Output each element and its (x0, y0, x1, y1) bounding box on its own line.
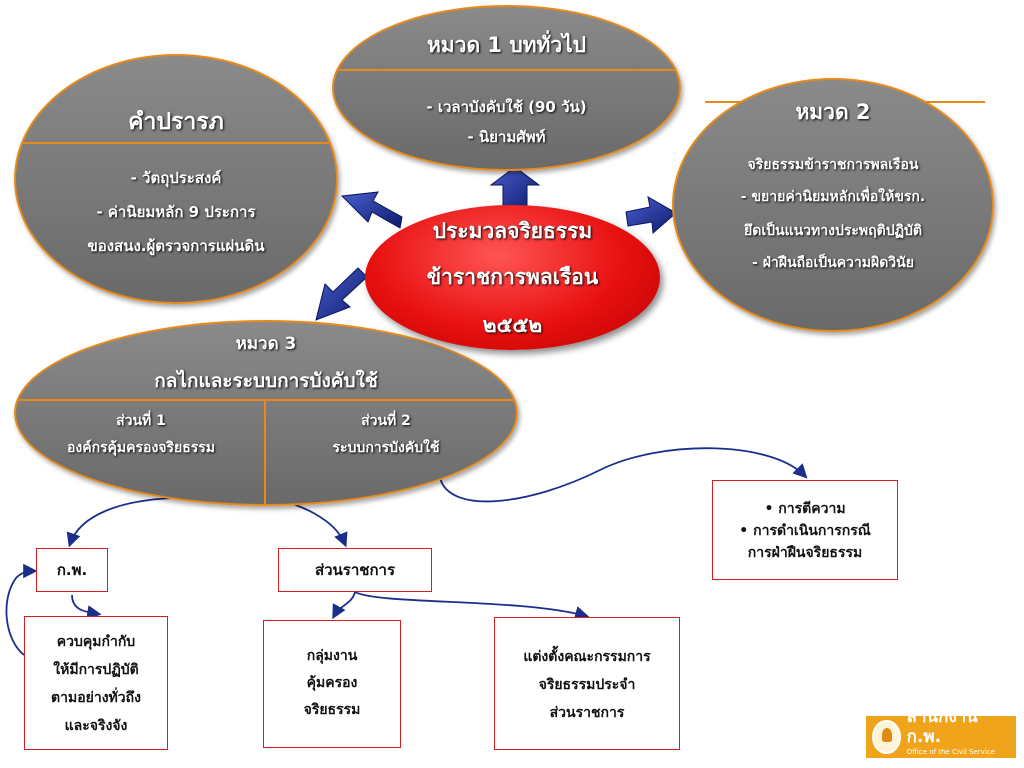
center-code-of-ethics: ประมวลจริยธรรม ข้าราชการพลเรือน ๒๕๕๒ (365, 205, 660, 350)
preamble-ellipse: คำปรารภ - วัตถุประสงค์ - ค่านิยมหลัก 9 ป… (14, 54, 338, 304)
arrow-down-to-section3 (315, 267, 368, 321)
control-line-1: ให้มีการปฏิบัติ (53, 662, 139, 678)
agency-label: ส่วนราชการ (314, 561, 396, 579)
connector-ocsc-to-control (71, 594, 102, 620)
section2-item-2: ยึดเป็นแนวทางประพฤติปฏิบัติ (744, 223, 922, 239)
committee-line-1: จริยธรรมประจำ (538, 677, 636, 693)
section2-ellipse: หมวด 2 จริยธรรมข้าราชการพลเรือน - ขยายค่… (672, 78, 994, 332)
section3-part2-label: ส่วนที่ 2 (361, 413, 411, 429)
logo-name: สำนักงาน ก.พ. (906, 707, 978, 747)
arrow-up-to-section1 (489, 166, 541, 211)
connector-agency-to-workgroup (332, 591, 356, 620)
ocsc-logo: สำนักงาน ก.พ. Office of the Civil Servic… (866, 707, 1016, 766)
section3-part1-label: ส่วนที่ 1 (116, 413, 166, 429)
section3-subtitle: กลไกและระบบการบังคับใช้ (154, 370, 378, 392)
workgroup-box: กลุ่มงาน คุ้มครอง จริยธรรม (263, 620, 401, 748)
section3-vertical-divider (264, 400, 266, 504)
workgroup-line-1: คุ้มครอง (306, 675, 358, 691)
control-box: ควบคุมกำกับ ให้มีการปฏิบัติ ตามอย่างทั่ว… (24, 616, 168, 750)
section3-part2-text: ระบบการบังคับใช้ (332, 440, 440, 456)
committee-line-0: แต่งตั้งคณะกรรมการ (523, 649, 651, 665)
control-line-2: ตามอย่างทั่วถึง (51, 690, 141, 706)
preamble-item-2: ของสนง.ผู้ตรวจการแผ่นดิน (87, 237, 265, 255)
section3-divider (16, 399, 516, 401)
arrow-right-to-section2 (625, 196, 677, 235)
connector-to-interpretation (439, 447, 808, 503)
section3-part1-text: องค์กรคุ้มครองจริยธรรม (66, 440, 216, 456)
workgroup-line-2: จริยธรรม (303, 702, 361, 718)
ocsc-box: ก.พ. (36, 548, 108, 592)
interpretation-line-2: การฝ่าฝืนจริยธรรม (747, 545, 863, 561)
connector-control-loop (5, 563, 38, 656)
committee-box: แต่งตั้งคณะกรรมการ จริยธรรมประจำ ส่วนราช… (494, 617, 680, 750)
preamble-item-0: - วัตถุประสงค์ (130, 169, 222, 187)
section1-title: หมวด 1 บททั่วไป (426, 33, 587, 57)
control-line-3: และจริงจัง (64, 718, 128, 734)
preamble-divider (16, 142, 336, 144)
control-line-0: ควบคุมกำกับ (56, 634, 136, 650)
section1-item-1: - นิยามศัพท์ (467, 128, 546, 146)
seal-icon (872, 720, 901, 754)
preamble-title: คำปรารภ (128, 109, 224, 135)
logo-subtitle: Office of the Civil Service Commission (906, 748, 995, 766)
section2-item-0: จริยธรรมข้าราชการพลเรือน (747, 157, 919, 173)
section3-title: หมวด 3 (235, 334, 297, 354)
agency-box: ส่วนราชการ (278, 548, 432, 592)
section1-ellipse: หมวด 1 บททั่วไป - เวลาบังคับใช้ (90 วัน)… (332, 5, 681, 171)
center-year: ๒๕๕๒ (482, 313, 543, 337)
interpretation-box: • การตีความ • การดำเนินการกรณี การฝ่าฝืน… (712, 480, 898, 580)
logo-text: สำนักงาน ก.พ. Office of the Civil Servic… (907, 707, 1016, 767)
section2-item-3: - ฝ่าฝืนถือเป็นความผิดวินัย (752, 255, 914, 271)
arrow-left-to-preamble (340, 191, 403, 229)
preamble-item-1: - ค่านิยมหลัก 9 ประการ (96, 203, 256, 221)
interpretation-line-1: • การดำเนินการกรณี (739, 523, 871, 539)
section1-item-0: - เวลาบังคับใช้ (90 วัน) (426, 98, 587, 116)
section2-title: หมวด 2 (795, 100, 871, 124)
workgroup-line-0: กลุ่มงาน (306, 648, 358, 664)
center-line1: ประมวลจริยธรรม (432, 219, 593, 243)
ocsc-label: ก.พ. (56, 561, 88, 579)
connector-agency-to-committee (354, 591, 590, 621)
committee-line-2: ส่วนราชการ (549, 705, 625, 721)
section2-item-1: - ขยายค่านิยมหลักเพื่อให้ขรก. (740, 189, 926, 205)
connector-to-ocsc (66, 497, 176, 548)
interpretation-line-0: • การตีความ (764, 501, 846, 517)
section1-divider (334, 69, 679, 71)
center-line2: ข้าราชการพลเรือน (426, 265, 599, 289)
section3-ellipse: หมวด 3 กลไกและระบบการบังคับใช้ ส่วนที่ 1… (14, 320, 518, 506)
